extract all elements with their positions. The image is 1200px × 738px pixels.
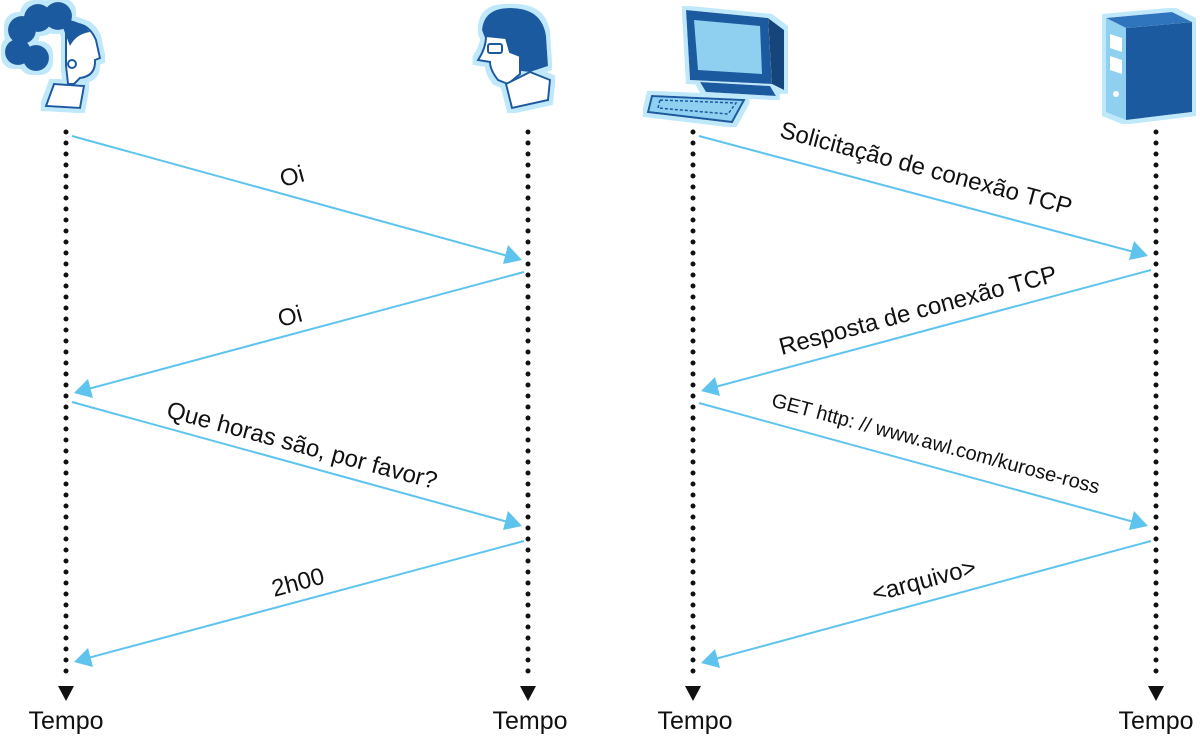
time-axis-label: Tempo bbox=[1118, 707, 1193, 735]
message-label: <arquivo> bbox=[869, 554, 979, 608]
time-axis-label: Tempo bbox=[28, 707, 103, 735]
human-protocol-panel: Oi Oi Que horas são, por favor? 2h00 Tem… bbox=[5, 2, 568, 735]
server-timeline-arrowhead bbox=[1148, 686, 1164, 701]
computer-icon bbox=[646, 10, 784, 124]
woman-timeline-arrowhead bbox=[58, 686, 74, 701]
message-arrow bbox=[74, 271, 525, 398]
message-label: Que horas são, por favor? bbox=[164, 397, 440, 495]
server-icon bbox=[1106, 12, 1192, 120]
message-arrow bbox=[701, 269, 1152, 396]
message-arrow bbox=[698, 402, 1148, 530]
message-label: GET http: // www.awl.com/kurose-ross bbox=[769, 390, 1102, 499]
message-label: Resposta de conexão TCP bbox=[776, 261, 1060, 361]
message-label: Oi bbox=[277, 161, 307, 193]
message-arrow bbox=[698, 135, 1148, 260]
message-label: Oi bbox=[275, 301, 305, 333]
man-icon bbox=[476, 8, 552, 110]
network-protocol-panel: Solicitação de conexão TCP Resposta de c… bbox=[646, 10, 1194, 735]
time-axis-label: Tempo bbox=[657, 707, 732, 735]
woman-icon bbox=[5, 2, 102, 110]
man-timeline-arrowhead bbox=[520, 686, 536, 701]
time-axis-label: Tempo bbox=[492, 707, 567, 735]
message-arrow bbox=[71, 135, 522, 264]
client-timeline-arrowhead bbox=[685, 686, 701, 701]
message-arrow bbox=[701, 540, 1152, 668]
message-arrow bbox=[71, 401, 522, 530]
message-arrow bbox=[74, 540, 525, 667]
